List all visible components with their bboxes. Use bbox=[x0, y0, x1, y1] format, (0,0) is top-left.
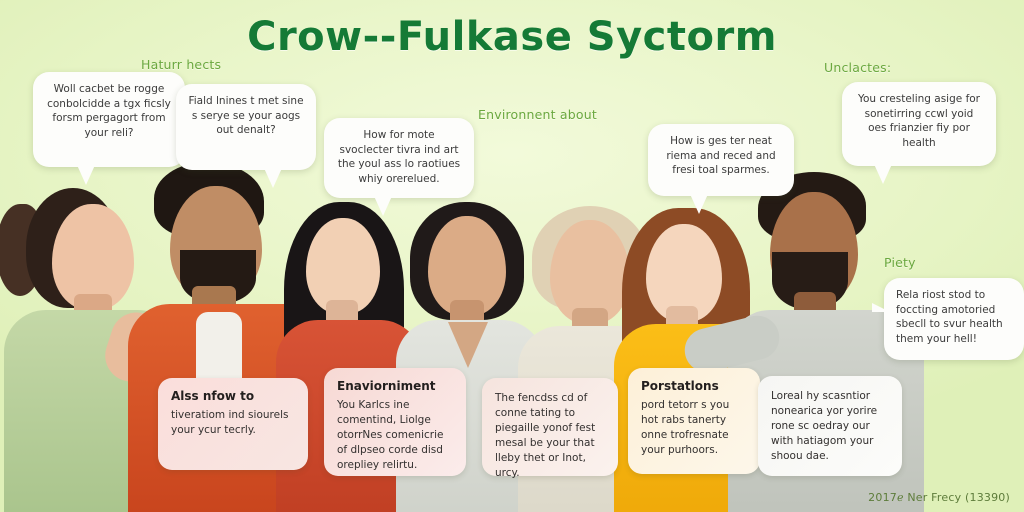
label-environment-about: Environnent about bbox=[478, 107, 598, 122]
face bbox=[550, 220, 630, 324]
page-title: Crow--Fulkase Syctorm bbox=[247, 14, 777, 60]
card-body: pord tetorr s you hot rabs tanerty onne … bbox=[641, 399, 730, 456]
caption-card-5: Loreal hy scasntior nonearica yor yorire… bbox=[758, 376, 902, 476]
bubble-tail bbox=[374, 196, 392, 216]
speech-bubble-3: How for mote svoclecter tivra ind art th… bbox=[324, 118, 474, 216]
bubble-text: How for mote svoclecter tivra ind art th… bbox=[337, 129, 461, 185]
bubble-tail bbox=[690, 194, 708, 214]
bubble-text: How is ges ter neat riema and reced and … bbox=[666, 135, 776, 176]
bubble-text: Rela riost stod to foccting amotoried sb… bbox=[896, 289, 1003, 345]
face bbox=[646, 224, 722, 322]
card-heading: Alss nfow to bbox=[171, 389, 255, 403]
bubble-text: You cresteling asige for sonetirring ccw… bbox=[857, 93, 981, 149]
bubble-tail bbox=[77, 165, 95, 185]
speech-bubble-6: Rela riost stod to foccting amotoried sb… bbox=[872, 278, 1024, 360]
card-heading: Porstatlons bbox=[641, 379, 719, 393]
card-body: You Karlcs ine comentind, Liolge otorrNe… bbox=[337, 399, 444, 471]
card-body: Loreal hy scasntior nonearica yor yorire… bbox=[771, 390, 878, 462]
bubble-tail bbox=[872, 294, 890, 312]
speech-bubble-4: How is ges ter neat riema and reced and … bbox=[648, 124, 794, 214]
card-body: The fencdss cd of conne tating to piegai… bbox=[495, 392, 596, 479]
bubble-text: Woll cacbet be rogge conbolcidde a tgx f… bbox=[47, 83, 171, 139]
caption-card-2: Enaviorniment You Karlcs ine comentind, … bbox=[324, 368, 466, 476]
speech-bubble-5: You cresteling asige for sonetirring ccw… bbox=[842, 82, 996, 184]
bubble-tail bbox=[264, 168, 282, 188]
speech-bubble-1: Woll cacbet be rogge conbolcidde a tgx f… bbox=[33, 72, 185, 185]
label-includes: Unclactes: bbox=[824, 60, 892, 75]
caption-card-1: Alss nfow to tiveratiom ind siourels you… bbox=[158, 378, 308, 470]
label-piety: Piety bbox=[884, 255, 916, 270]
speech-bubble-2: Fiald lnines t met sine s serye se your … bbox=[176, 84, 316, 188]
face bbox=[428, 216, 506, 316]
caption-card-3: The fencdss cd of conne tating to piegai… bbox=[482, 378, 618, 479]
bubble-tail bbox=[874, 164, 892, 184]
card-body: tiveratiom ind siourels your ycur tecrly… bbox=[171, 409, 289, 436]
card-heading: Enaviorniment bbox=[337, 379, 436, 393]
face bbox=[306, 218, 380, 314]
face bbox=[52, 204, 134, 310]
bubble-text: Fiald lnines t met sine s serye se your … bbox=[188, 95, 304, 136]
credit-line: 2017ℯ Ner Frecy (13390) bbox=[868, 491, 1010, 504]
label-natural-effects: Haturr hects bbox=[141, 57, 222, 72]
caption-card-4: Porstatlons pord tetorr s you hot rabs t… bbox=[628, 368, 760, 474]
